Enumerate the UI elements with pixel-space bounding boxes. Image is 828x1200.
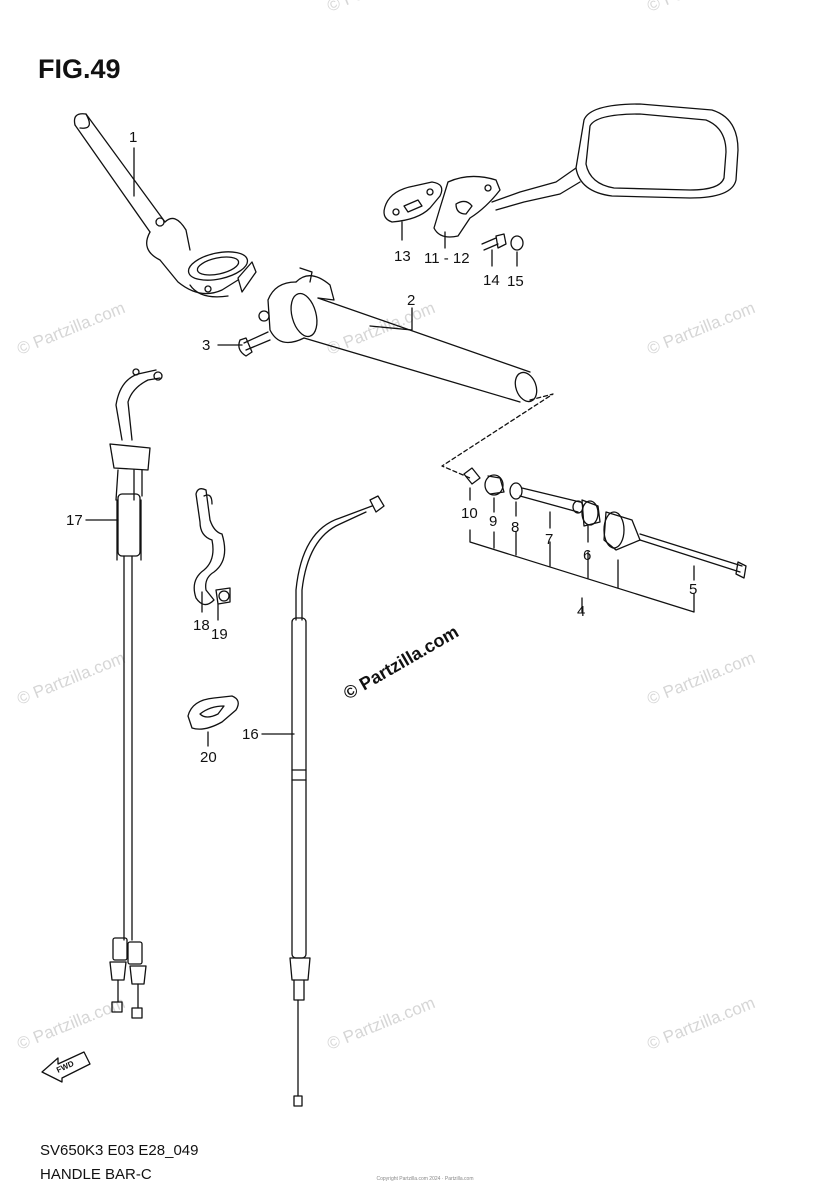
part-throttle-cables [109,368,163,1019]
callout-13: 13 [394,248,411,265]
watermark-text: © Partzilla.com [644,648,757,709]
leader-bracket-4 [469,529,695,613]
leader-lines [85,147,695,747]
part-cable-clamp [193,488,231,606]
diagram-code: SV650K3 E03 E28_049 [40,1142,199,1159]
watermark-text: © Partzilla.com [644,298,757,359]
part-left-handlebar [73,113,257,298]
watermark-text: © Partzilla.com [644,0,757,16]
callout-14: 14 [483,272,500,289]
part-holder [187,695,239,730]
callout-10: 10 [461,505,478,522]
fine-print: Copyright Partzilla.com 2024 · Partzilla… [376,1176,474,1182]
part-mirror [433,103,739,238]
watermark-text: © Partzilla.com [324,0,437,16]
part-right-handlebar [258,267,538,403]
callout-6: 6 [583,547,591,564]
diagram-name: HANDLE BAR-C [40,1166,152,1183]
callout-4: 4 [577,603,585,620]
watermark-text: © Partzilla.com [14,648,127,709]
callout-9: 9 [489,513,497,530]
callout-1: 1 [129,129,137,146]
watermark-text: © Partzilla.com [14,298,127,359]
part-clutch-cable [289,495,385,1107]
part-mirror-gasket [383,181,443,223]
callout-16: 16 [242,726,259,743]
callout-19: 19 [211,626,228,643]
part-screw [481,233,524,251]
part-bolt [238,331,271,357]
watermark-text: © Partzilla.com [644,993,757,1054]
callout-8: 8 [511,519,519,536]
fwd-arrow-icon [41,1051,91,1083]
callout-5: 5 [689,581,697,598]
watermark-text: © Partzilla.com [14,993,127,1054]
figure-title: FIG.49 [38,54,121,84]
part-bar-end-weight [463,467,747,579]
leader-bracket-ticks [493,531,619,589]
callout-2: 2 [407,292,415,309]
callout-20: 20 [200,749,217,766]
callout-18: 18 [193,617,210,634]
leader-dashed [441,393,554,479]
watermark-center: © Partzilla.com [340,621,462,703]
callout-17: 17 [66,512,83,529]
watermark-text: © Partzilla.com [324,993,437,1054]
callouts: 1 2 3 4 5 6 7 8 9 10 11 - 12 13 14 15 16… [55,129,697,1075]
callout-11-12: 11 - 12 [424,250,470,267]
watermarks: © Partzilla.com © Partzilla.com © Partzi… [14,0,757,1054]
callout-7: 7 [545,531,553,548]
callout-3: 3 [202,337,210,354]
callout-15: 15 [507,273,524,290]
